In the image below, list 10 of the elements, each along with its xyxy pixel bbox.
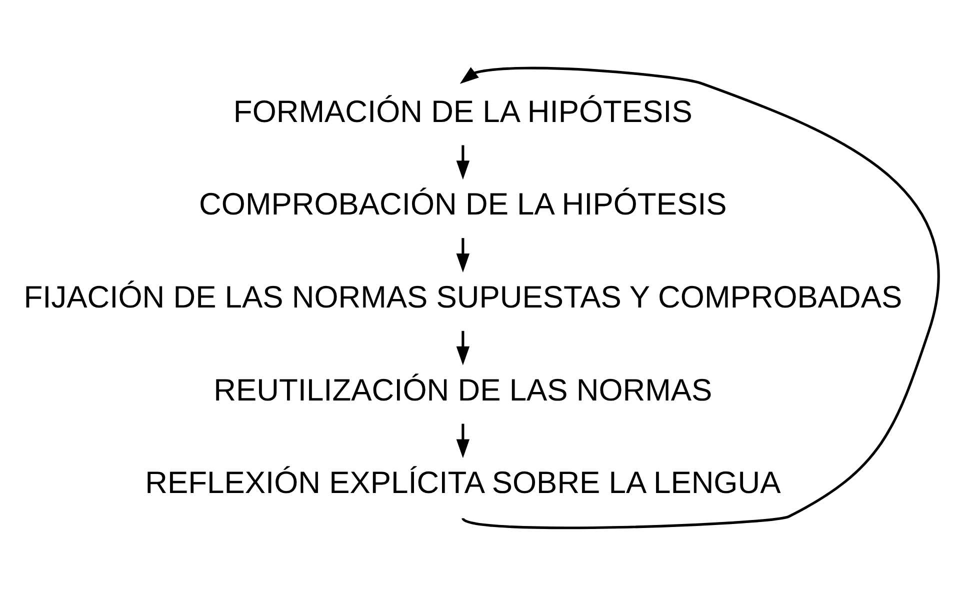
arrow [456, 144, 470, 180]
node-text: FIJACIÓN DE LAS NORMAS SUPUESTAS Y COMPROBADAS [24, 278, 902, 314]
arrow [456, 238, 470, 272]
arrow [456, 423, 470, 458]
node-text: REFLEXIÓN EXPLÍCITA SOBRE LA LENGUA [145, 464, 781, 500]
node-text: FORMACIÓN DE LA HIPÓTESIS [233, 93, 692, 128]
node-text: COMPROBACIÓN DE LA HIPÓTESIS [199, 186, 727, 222]
arrow [460, 66, 940, 529]
arrow [456, 330, 470, 365]
node-text: REUTILIZACIÓN DE LAS NORMAS [214, 372, 712, 407]
